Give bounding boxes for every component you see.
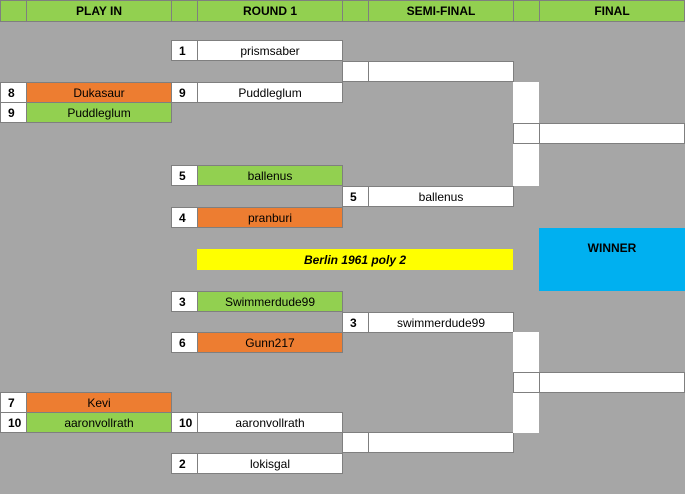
play-in-seed: 10 — [0, 412, 27, 433]
round1-seed: 4 — [171, 207, 198, 228]
round1-player: prismsaber — [197, 40, 343, 61]
semi-player: swimmerdude99 — [368, 312, 514, 333]
round1-player: Swimmerdude99 — [197, 291, 343, 312]
bracket-connector — [513, 144, 539, 186]
semi-seed: 3 — [342, 312, 369, 333]
bracket-connector — [513, 82, 539, 123]
round1-seed: 2 — [171, 453, 198, 474]
round1-player: pranburi — [197, 207, 343, 228]
bracket-connector — [513, 393, 539, 433]
round1-seed: 3 — [171, 291, 198, 312]
final-player — [539, 372, 685, 393]
semi-seed — [342, 61, 369, 82]
play-in-seed: 8 — [0, 82, 27, 103]
semi-player: ballenus — [368, 186, 514, 207]
final-seed — [513, 372, 540, 393]
play-in-player: Puddleglum — [26, 102, 172, 123]
final-player — [539, 123, 685, 144]
round1-seed: 9 — [171, 82, 198, 103]
round1-player: lokisgal — [197, 453, 343, 474]
round1-player: Puddleglum — [197, 82, 343, 103]
header-seed-spacer — [171, 0, 198, 22]
semi-player — [368, 61, 514, 82]
round1-player: ballenus — [197, 165, 343, 186]
header-final: FINAL — [539, 0, 685, 22]
winner-box: WINNER — [539, 228, 685, 291]
header-semi-final: SEMI-FINAL — [368, 0, 514, 22]
header-seed-spacer — [342, 0, 369, 22]
tournament-title: Berlin 1961 poly 2 — [197, 249, 513, 270]
semi-seed — [342, 432, 369, 453]
header-seed-spacer — [513, 0, 540, 22]
bracket-connector — [513, 332, 539, 372]
round1-seed: 10 — [171, 412, 198, 433]
round1-player: Gunn217 — [197, 332, 343, 353]
round1-seed: 1 — [171, 40, 198, 61]
header-play-in: PLAY IN — [26, 0, 172, 22]
header-seed-spacer — [0, 0, 27, 22]
header-round1: ROUND 1 — [197, 0, 343, 22]
final-seed — [513, 123, 540, 144]
semi-seed: 5 — [342, 186, 369, 207]
round1-seed: 6 — [171, 332, 198, 353]
play-in-player: Kevi — [26, 392, 172, 413]
round1-seed: 5 — [171, 165, 198, 186]
play-in-player: Dukasaur — [26, 82, 172, 103]
play-in-player: aaronvollrath — [26, 412, 172, 433]
play-in-seed: 7 — [0, 392, 27, 413]
play-in-seed: 9 — [0, 102, 27, 123]
semi-player — [368, 432, 514, 453]
round1-player: aaronvollrath — [197, 412, 343, 433]
